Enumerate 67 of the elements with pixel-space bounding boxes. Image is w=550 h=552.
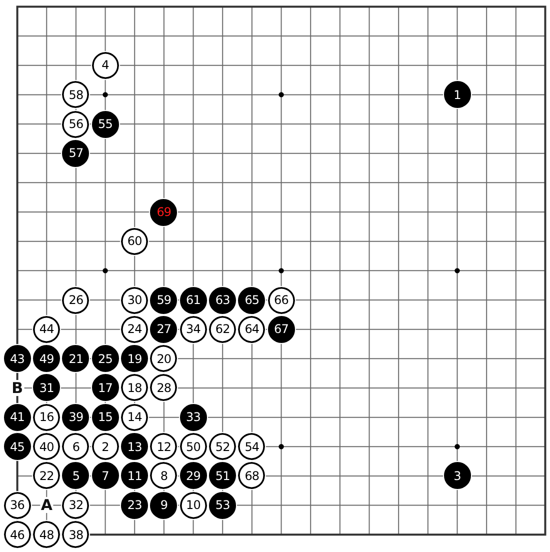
go-stone: 65 [237,286,266,314]
go-stone: 19 [120,344,150,374]
go-stone: 4 [90,50,120,80]
go-stone: 5 [61,461,90,490]
go-stone: 40 [32,432,62,462]
go-stone: 58 [61,80,90,110]
go-stone: 1 [442,80,472,110]
go-stone: 46 [2,520,32,550]
go-stone: 61 [178,286,208,314]
go-stone: 14 [120,402,150,432]
go-stone: 44 [32,314,62,344]
go-stone: 36 [2,490,32,520]
go-stone: 12 [149,432,178,462]
go-stone: 67 [266,314,296,344]
go-stone: 64 [237,314,266,344]
go-stone: 8 [149,461,178,490]
go-stone: 32 [61,490,90,520]
go-stone: 66 [266,286,296,314]
go-stone: 34 [178,314,208,344]
go-stone: 38 [61,520,90,550]
go-stone: 13 [120,432,150,462]
go-stone: 68 [237,461,266,490]
go-stone: 52 [208,432,238,462]
go-stone: 48 [32,520,62,550]
go-stone: 23 [120,490,150,520]
go-stone: 15 [90,402,120,432]
go-stone: 51 [208,461,238,490]
point-label: A [40,497,54,514]
go-stone: 63 [208,286,238,314]
go-stone: 21 [61,344,90,374]
go-stone: 50 [178,432,208,462]
go-stone: 18 [120,373,150,402]
go-stone: 26 [61,286,90,314]
go-stone: 31 [32,373,62,402]
go-stone: 17 [90,373,120,402]
go-stone: 30 [120,286,150,314]
go-stone: 59 [149,286,178,314]
go-stone: 9 [149,490,178,520]
go-stone: 41 [2,402,32,432]
go-stone: 7 [90,461,120,490]
go-stone: 20 [149,344,178,374]
go-stone: 57 [61,138,90,168]
go-stone: 16 [32,402,62,432]
go-stone: 43 [2,344,32,374]
go-stone: 62 [208,314,238,344]
go-stone: 10 [178,490,208,520]
go-stone: 6 [61,432,90,462]
go-stone: 27 [149,314,178,344]
go-stone: 33 [178,402,208,432]
go-stone: 60 [120,226,150,256]
go-stone: 11 [120,461,150,490]
point-label: B [10,380,24,396]
go-stone: 2 [90,432,120,462]
go-stone: 24 [120,314,150,344]
go-stone: 53 [208,490,238,520]
go-stone: 28 [149,373,178,402]
go-stone: 56 [61,110,90,139]
go-stone: 49 [32,344,62,374]
go-stone: 25 [90,344,120,374]
go-stone: 29 [178,461,208,490]
go-stone: 39 [61,402,90,432]
go-stone: 69 [149,198,178,226]
go-stone: 45 [2,432,32,462]
go-stone: 55 [90,110,120,139]
go-stone: 22 [32,461,62,490]
go-stone: 54 [237,432,266,462]
go-stone: 3 [442,461,472,490]
